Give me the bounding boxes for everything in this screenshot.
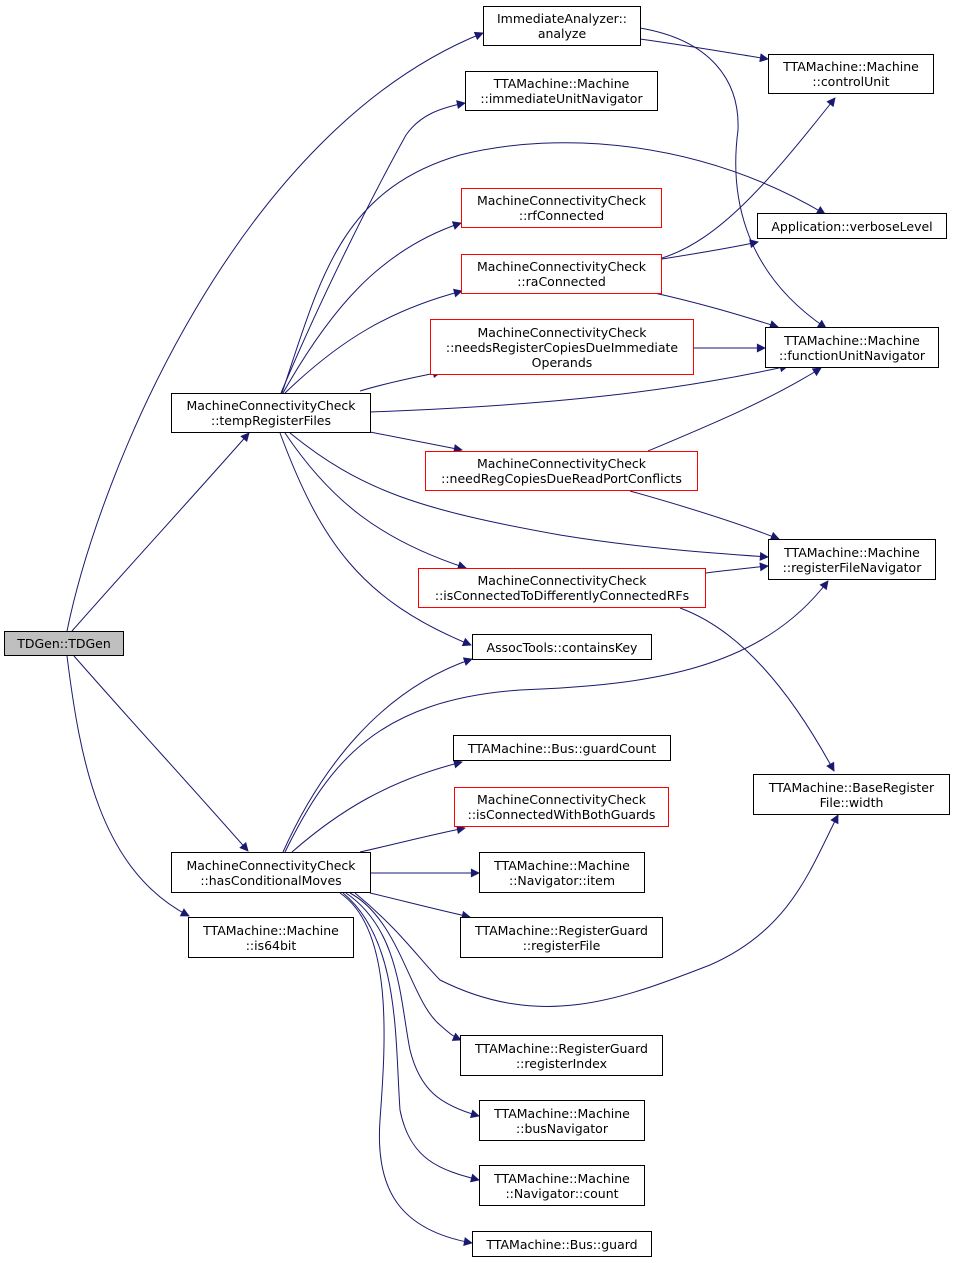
node-ra-connected[interactable]: MachineConnectivityCheck::raConnected xyxy=(461,254,662,294)
edge-tdgen-temp-register-files xyxy=(71,432,250,632)
node-bus-guard[interactable]: TTAMachine::Bus::guard xyxy=(472,1231,652,1257)
node-register-guard-register-file[interactable]: TTAMachine::RegisterGuard::registerFile xyxy=(460,917,663,958)
edge-hcm-register-file-navigator xyxy=(284,580,829,853)
node-needs-register-copies[interactable]: MachineConnectivityCheck::needsRegisterC… xyxy=(430,319,694,375)
node-function-unit-navigator[interactable]: TTAMachine::Machine::functionUnitNavigat… xyxy=(765,327,939,368)
edge-ra-control-unit xyxy=(661,97,836,259)
edge-hcm-register-guard-register-file xyxy=(369,892,471,920)
edge-diff-rfs-base-register-width xyxy=(679,607,835,772)
edge-temp-function-unit-navigator xyxy=(369,363,789,413)
node-need-reg-copies-read-port[interactable]: MachineConnectivityCheck::needRegCopiesD… xyxy=(425,451,698,491)
edge-tdgen-is64bit xyxy=(66,655,190,917)
edge-temp-contains-key xyxy=(279,432,472,647)
node-contains-key[interactable]: AssocTools::containsKey xyxy=(472,634,652,660)
edge-tdgen-has-conditional-moves xyxy=(73,655,249,852)
edge-temp-rf-connected xyxy=(282,221,462,394)
edge-hcm-base-register-width xyxy=(354,814,839,1007)
edge-hcm-register-guard-register-index xyxy=(349,892,462,1041)
edge-hcm-bus-navigator xyxy=(345,892,480,1119)
edge-temp-immediate-unit-navigator xyxy=(280,100,466,394)
node-rf-connected[interactable]: MachineConnectivityCheck::rfConnected xyxy=(461,188,662,228)
node-is64bit[interactable]: TTAMachine::Machine::is64bit xyxy=(188,917,354,958)
edge-ra-function-unit-navigator xyxy=(649,291,779,329)
edge-hcm-navigator-count xyxy=(342,892,480,1183)
edge-temp-ra-connected xyxy=(284,288,463,394)
node-control-unit[interactable]: TTAMachine::Machine::controlUnit xyxy=(768,54,934,94)
edge-ra-verbose-level xyxy=(661,239,759,260)
node-has-conditional-moves[interactable]: MachineConnectivityCheck::hasConditional… xyxy=(171,852,371,893)
edge-tdgen-immediate-analyzer xyxy=(66,31,484,632)
node-immediate-unit-navigator[interactable]: TTAMachine::Machine::immediateUnitNaviga… xyxy=(465,71,658,111)
node-register-guard-register-index[interactable]: TTAMachine::RegisterGuard::registerIndex xyxy=(460,1035,663,1076)
node-verbose-level[interactable]: Application::verboseLevel xyxy=(757,213,947,239)
node-navigator-count[interactable]: TTAMachine::Machine::Navigator::count xyxy=(479,1165,645,1206)
edge-read-port-register-file-navigator xyxy=(629,490,780,541)
edge-hcm-guard-count xyxy=(291,759,463,853)
edge-hcm-contains-key xyxy=(282,657,473,853)
node-navigator-item[interactable]: TTAMachine::Machine::Navigator::item xyxy=(479,852,645,893)
edge-diff-rfs-register-file-navigator xyxy=(705,562,769,574)
node-temp-register-files[interactable]: MachineConnectivityCheck::tempRegisterFi… xyxy=(171,393,371,433)
edge-hcm-is-connected-both-guards xyxy=(359,825,466,853)
node-tdgen: TDGen::TDGen xyxy=(4,631,124,656)
node-register-file-navigator[interactable]: TTAMachine::Machine::registerFileNavigat… xyxy=(768,539,936,580)
node-immediate-analyzer-analyze[interactable]: ImmediateAnalyzer::analyze xyxy=(483,6,641,46)
edge-hcm-bus-guard xyxy=(339,892,473,1246)
edge-temp-need-reg-copies-read-port xyxy=(369,431,463,453)
edge-read-port-function-unit-navigator xyxy=(647,367,822,452)
edge-temp-needs-register-copies xyxy=(359,369,442,392)
node-bus-navigator[interactable]: TTAMachine::Machine::busNavigator xyxy=(479,1100,645,1141)
edge-temp-verbose-level xyxy=(281,142,826,394)
edge-analyze-control-unit xyxy=(639,38,769,63)
edge-temp-register-file-navigator xyxy=(289,432,769,561)
node-is-connected-both-guards[interactable]: MachineConnectivityCheck::isConnectedWit… xyxy=(454,787,669,827)
edge-analyze-function-unit-navigator xyxy=(639,27,827,329)
edge-temp-is-connected-diff-rfs xyxy=(284,432,467,570)
node-guard-count[interactable]: TTAMachine::Bus::guardCount xyxy=(453,735,671,761)
node-is-connected-diff-rfs[interactable]: MachineConnectivityCheck::isConnectedToD… xyxy=(418,568,706,608)
